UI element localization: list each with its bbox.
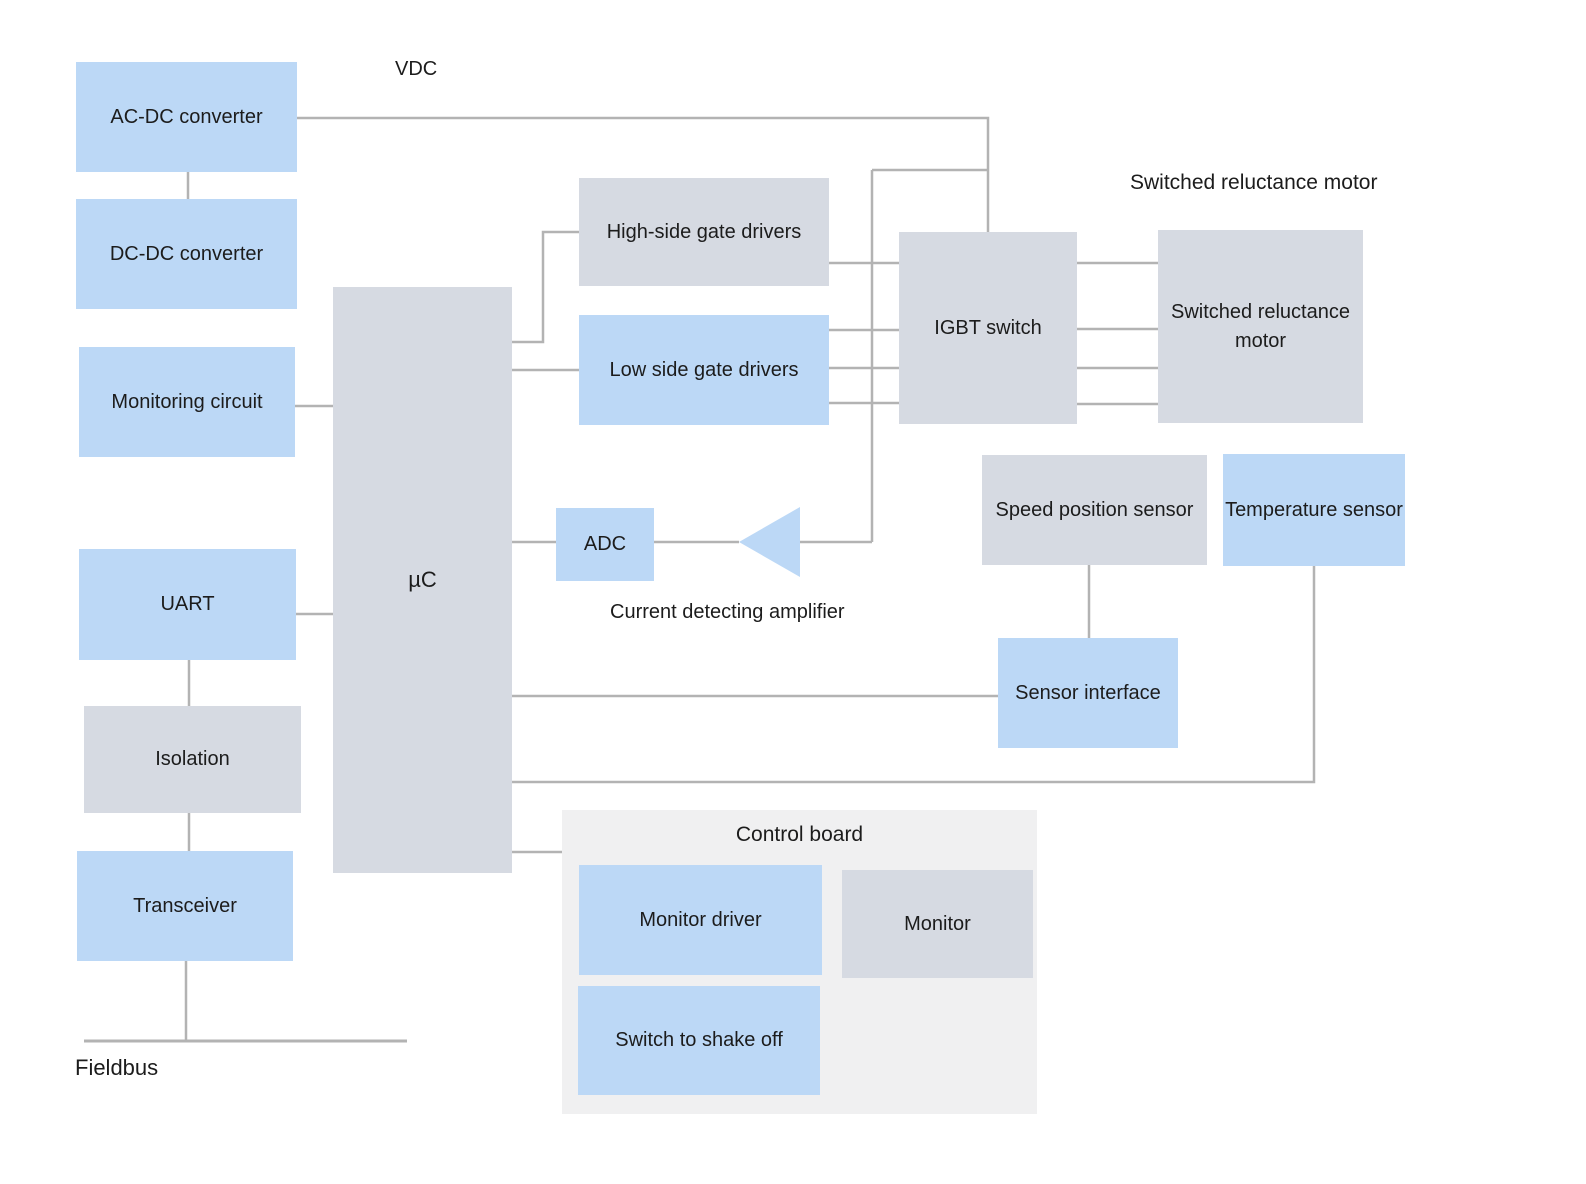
connector-uc-to-temp-sensor [512,566,1316,784]
node-uart: UART [79,549,296,660]
node-transceiver: Transceiver [77,851,293,961]
node-temperature-sensor: Temperature sensor [1223,454,1405,566]
node-monitor-driver: Monitor driver [579,865,822,975]
node-isolation: Isolation [84,706,301,813]
node-monitoring-circuit: Monitoring circuit [79,347,295,457]
node-switch-to-shake-off: Switch to shake off [578,986,820,1095]
node-ac-dc-converter: AC-DC converter [76,62,297,172]
control-board-group: Control board Monitor driver Monitor Swi… [562,810,1037,1114]
node-monitor: Monitor [842,870,1033,978]
node-dc-dc-converter: DC-DC converter [76,199,297,309]
current-detecting-amplifier-caption: Current detecting amplifier [610,601,845,623]
node-igbt-switch: IGBT switch [899,232,1077,424]
vdc-label: VDC [395,58,438,80]
node-adc: ADC [556,508,654,581]
node-microcontroller: µC [333,287,512,873]
node-sensor-interface: Sensor interface [998,638,1178,748]
node-speed-position-sensor: Speed position sensor [982,455,1207,565]
connector-uc-to-hs-drivers [512,230,579,344]
node-low-side-gate-drivers: Low side gate drivers [579,315,829,425]
fieldbus-label: Fieldbus [75,1055,159,1080]
current-amplifier-triangle [739,507,800,577]
node-switched-reluctance-motor: Switched reluctance motor [1158,230,1363,423]
control-board-title: Control board [735,823,864,846]
node-high-side-gate-drivers: High-side gate drivers [579,178,829,286]
switched-reluctance-motor-caption: Switched reluctance motor [1130,171,1378,194]
connector-vdc-rail [297,116,990,232]
